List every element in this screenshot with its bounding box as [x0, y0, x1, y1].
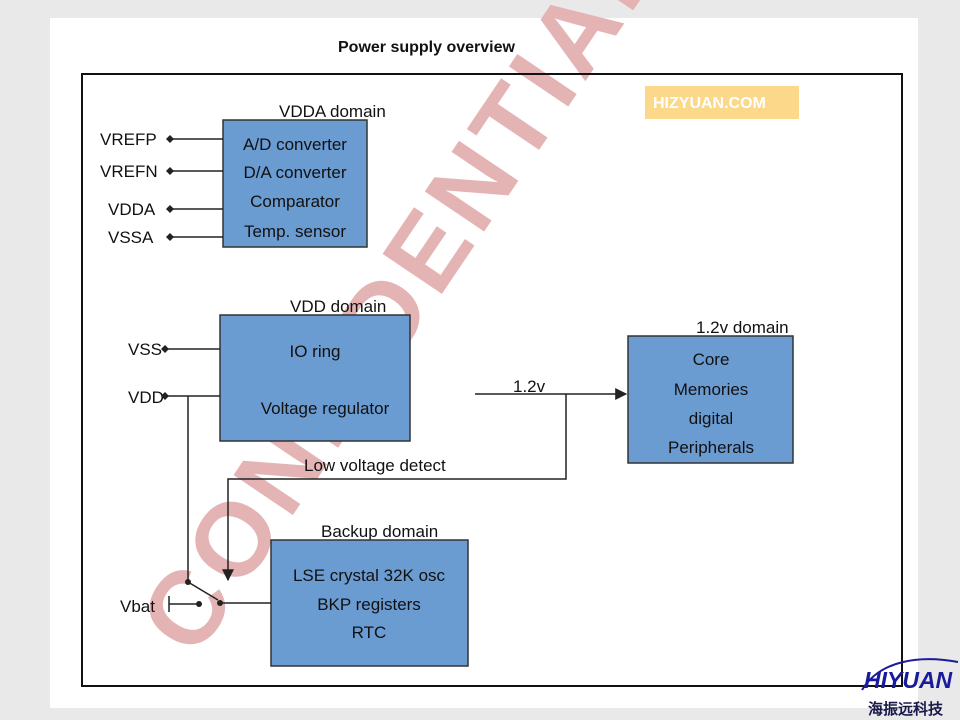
- vdd-item-regulator: Voltage regulator: [261, 399, 390, 418]
- backup-item-rtc: RTC: [352, 623, 387, 642]
- hizyuan-badge: HIZYUAN.COM: [645, 86, 799, 119]
- pin-vrefp: VREFP: [100, 130, 157, 149]
- vdda-item-da: D/A converter: [244, 163, 347, 182]
- backup-domain-block: [270, 539, 469, 667]
- core-domain-block: [627, 335, 794, 464]
- core-item-core: Core: [693, 350, 730, 369]
- pin-vdd: VDD: [128, 388, 164, 407]
- vdd-domain-block: [219, 314, 411, 442]
- backup-domain-label: Backup domain: [321, 522, 438, 541]
- pin-vrefn: VREFN: [100, 162, 158, 181]
- core-item-memories: Memories: [674, 380, 749, 399]
- badge-text: HIZYUAN.COM: [653, 95, 766, 112]
- core-item-peripherals: Peripherals: [668, 438, 754, 457]
- regulator-connections: 1.2v Low voltage detect: [222, 377, 628, 582]
- vdd-domain-label: VDD domain: [290, 297, 386, 316]
- vbat-switch: Vbat: [120, 396, 271, 616]
- vdd-pins: VSS VDD: [128, 340, 220, 407]
- diagram-title: Power supply overview: [338, 39, 516, 56]
- logo-subtitle: 海振远科技: [868, 700, 944, 718]
- vdda-domain-label: VDDA domain: [279, 102, 386, 121]
- hiyuan-logo: HIYUAN 海振远科技: [861, 658, 959, 718]
- signal-1v2: 1.2v: [513, 377, 546, 396]
- vdd-item-io-ring: IO ring: [289, 342, 340, 361]
- logo-text: HIYUAN: [864, 667, 953, 693]
- core-domain-label: 1.2v domain: [696, 318, 789, 337]
- pin-vss: VSS: [128, 340, 162, 359]
- vdda-item-comparator: Comparator: [250, 192, 340, 211]
- diagram-frame: [81, 73, 903, 687]
- vdda-domain-block: [222, 119, 368, 248]
- vdda-item-temp: Temp. sensor: [244, 222, 346, 241]
- backup-item-lse: LSE crystal 32K osc: [293, 566, 446, 585]
- vdda-pins: VREFP VREFN VDDA VSSA: [100, 130, 223, 247]
- vdda-item-ad: A/D converter: [243, 135, 347, 154]
- pin-vbat: Vbat: [120, 597, 155, 616]
- pin-vdda: VDDA: [108, 200, 156, 219]
- signal-low-voltage-detect: Low voltage detect: [304, 456, 446, 475]
- pin-vssa: VSSA: [108, 228, 154, 247]
- core-item-digital: digital: [689, 409, 733, 428]
- backup-item-bkp: BKP registers: [317, 595, 421, 614]
